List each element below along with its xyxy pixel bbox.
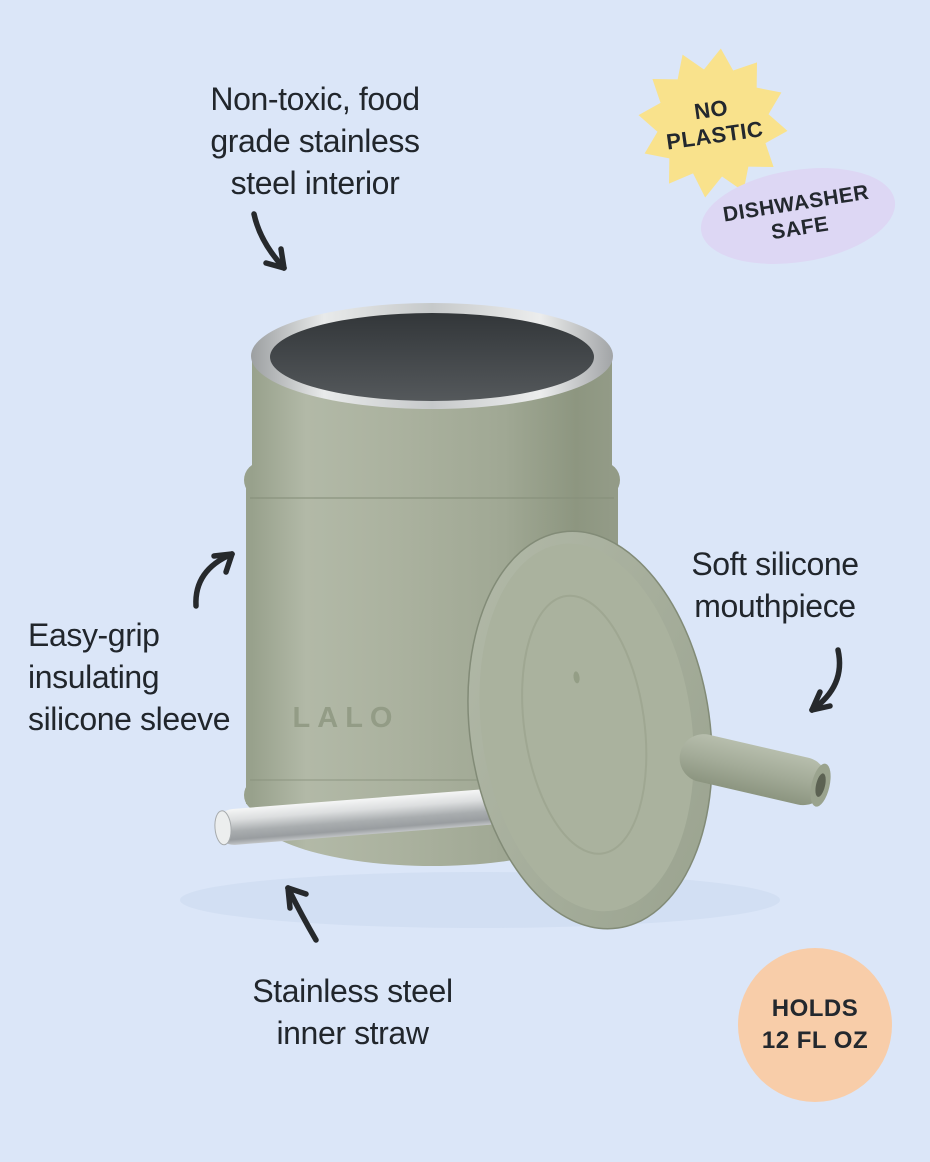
callout-sleeve: Easy-grip insulating silicone sleeve [28,617,231,738]
lid [467,530,713,930]
badge-dishwasher-safe: DISHWASHER SAFE [694,160,902,272]
ground-shadow [180,872,780,928]
cup-interior [270,313,594,401]
arrow-to-sleeve [193,551,235,609]
mouthpiece-spout [679,734,831,807]
arrow-to-straw [285,885,319,943]
arrow-to-interior [251,211,287,271]
callout-interior: Non-toxic, food grade stainless steel in… [210,81,420,202]
starburst-shape [638,48,788,198]
badge-capacity: HOLDS 12 FL OZ [736,946,894,1104]
callout-mouthpiece: Soft silicone mouthpiece [691,546,859,625]
badge-no-plastic: NO PLASTIC [635,45,791,201]
straw [214,785,548,846]
badge-capacity-label: HOLDS 12 FL OZ [761,994,869,1054]
brand-logo: LALO [293,702,400,734]
callout-straw: Stainless steel inner straw [252,973,453,1052]
ellipse-shape [700,168,896,264]
arrow-to-mouthpiece [809,647,843,713]
circle-shape [738,948,892,1102]
